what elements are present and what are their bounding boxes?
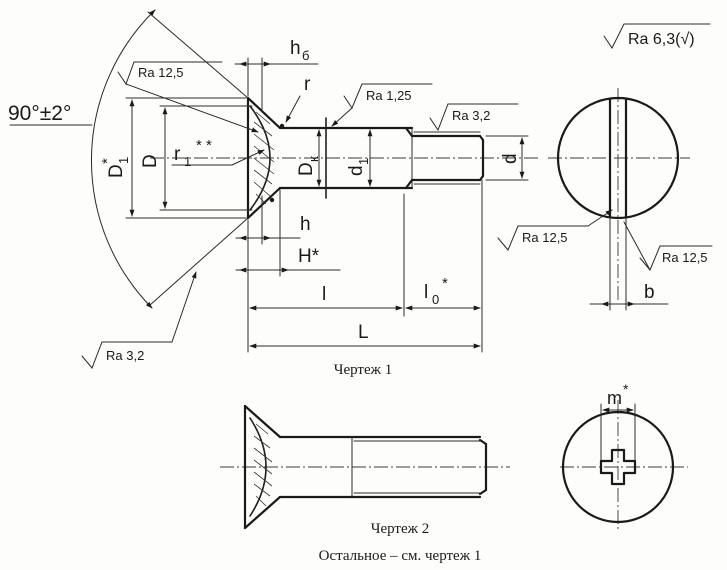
- fillet-r-lower: [269, 197, 275, 203]
- r1-label: r: [174, 144, 181, 165]
- head-slot-arc: [249, 105, 271, 211]
- l0-label-star: *: [442, 275, 448, 292]
- d1-shank-label: d: [346, 165, 367, 176]
- rough-slot-bottom-symbol: [639, 245, 713, 271]
- d2-head-cone-lower: [243, 495, 282, 530]
- d1-label: D: [106, 164, 127, 178]
- l0-label: l: [424, 282, 428, 303]
- d-head-label: D: [140, 154, 161, 168]
- rough-head-top-label: Ra 12,5: [138, 65, 184, 80]
- hb-label: h: [290, 38, 301, 59]
- rough-slot-side-label: Ra 12,5: [522, 230, 568, 245]
- drawing2-head-end-view: [560, 400, 688, 530]
- rough-head-top-symbol: [117, 61, 223, 86]
- dk-label: D: [296, 162, 317, 176]
- r1-label-stars: * *: [196, 137, 212, 154]
- r1-label-sub: 1: [184, 154, 191, 169]
- rough-thread-symbol: [429, 103, 519, 132]
- rough-thread-label: Ra 3,2: [452, 108, 490, 123]
- rough-shank-symbol: [343, 83, 433, 110]
- cross-recess-icon: [599, 448, 637, 486]
- caption-drawing-1: Чертеж 1: [334, 362, 393, 378]
- l0-label-sub: 0: [432, 292, 439, 307]
- rough-general-symbol: [603, 23, 711, 49]
- H-label: H*: [298, 246, 320, 267]
- head-circle: [556, 96, 680, 220]
- rough-countersink-label: Ra 3,2: [106, 348, 144, 363]
- dk-label-sub: к: [306, 156, 321, 162]
- angle-ext-upper: [147, 11, 249, 99]
- angle-label: 90°±2°: [8, 102, 71, 125]
- rough-shank-label: Ra 1,25: [366, 88, 412, 103]
- b-label: b: [644, 282, 655, 303]
- drawing1-head-end-view: [497, 23, 713, 311]
- d2-head-cone-upper: [243, 404, 282, 439]
- rough-countersink-leader: [171, 271, 197, 343]
- angle-arc: [90, 9, 156, 309]
- caption-rest-see-drawing-1: Остальное – см. чертеж 1: [319, 548, 482, 564]
- drawing1-side-view: [9, 9, 540, 369]
- rough-head-top-leader: [125, 83, 259, 133]
- thread-runout-top: [404, 126, 414, 138]
- d1-shank-label-sub: 1: [356, 158, 371, 165]
- head-cone-upper: [246, 96, 282, 130]
- d2-head-hatching: [253, 423, 273, 507]
- rough-countersink-symbol: [81, 341, 173, 369]
- dimension-labels: 90°±2° D 1 * D r 1 * * h б r D к d 1 d h…: [8, 38, 655, 408]
- head-cone-lower: [246, 186, 282, 220]
- caption-drawing-2: Чертеж 2: [371, 521, 430, 537]
- rough-slot-bottom-label: Ra 12,5: [662, 250, 708, 265]
- rough-slot-side-leader: [587, 209, 613, 227]
- d1-label-sub: 1: [116, 157, 131, 164]
- r-leader: [285, 95, 301, 123]
- m-label-star: *: [623, 381, 629, 397]
- h-label: h: [300, 214, 311, 235]
- d-thread-label: d: [500, 153, 521, 164]
- hb-label-sub: б: [302, 48, 309, 63]
- r1-leader: [231, 149, 265, 166]
- roughness-labels: Ra 6,3(√) Ra 12,5 Ra 1,25 Ra 3,2 Ra 3,2 …: [106, 31, 708, 363]
- rough-general-label: Ra 6,3(√): [628, 31, 695, 48]
- d2-chamfer-top: [478, 438, 488, 446]
- m-label: m: [607, 388, 622, 408]
- L-label: L: [358, 322, 369, 343]
- d2-chamfer-bottom: [478, 488, 488, 496]
- drawing2-side-view: [220, 404, 510, 530]
- r-label: r: [304, 74, 311, 95]
- rough-slot-bottom-leader: [623, 221, 651, 271]
- rough-shank-leader: [331, 107, 353, 127]
- d1-label-star: *: [99, 158, 116, 164]
- captions: Чертеж 1 Чертеж 2 Остальное – см. чертеж…: [319, 362, 482, 564]
- l-label: l: [322, 284, 326, 305]
- d2-recess-arc: [249, 417, 267, 517]
- angle-ext-lower: [149, 217, 249, 306]
- rough-slot-side-symbol: [497, 225, 589, 251]
- thread-runout-bottom: [404, 178, 414, 190]
